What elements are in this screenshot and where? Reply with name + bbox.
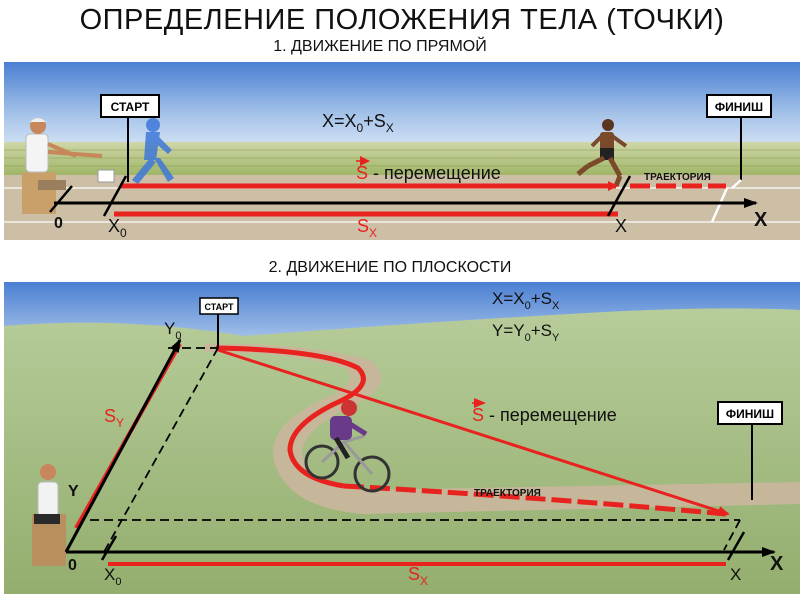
grass-field [4, 308, 800, 594]
panel-plane-motion: ТРАЕКТОРИЯ СТАРТ ФИНИШ X=X0+SX Y=Y0+SY [4, 282, 800, 594]
svg-text:СТАРТ: СТАРТ [111, 100, 150, 114]
trajectory-curve [215, 345, 366, 489]
x-end-tick [726, 531, 746, 561]
finish-sign: ФИНИШ [706, 94, 772, 180]
x0-label: X0 [108, 216, 127, 240]
displacement-label: S - перемещение [356, 163, 501, 183]
x0-label: X0 [104, 565, 121, 588]
start-sign: СТАРТ [199, 297, 239, 348]
stands-stripes [4, 149, 800, 167]
svg-text:СТАРТ: СТАРТ [204, 302, 234, 312]
road [204, 343, 800, 514]
x0-tick [102, 175, 128, 217]
displacement-vector [217, 348, 730, 516]
observer-figure [32, 464, 66, 566]
finish-line-marks [710, 179, 742, 223]
trajectory-label: ТРАЕКТОРИЯ [474, 488, 541, 499]
section1-heading: 1. ДВИЖЕНИЕ ПО ПРЯМОЙ [273, 38, 487, 55]
x-end-label: X [615, 216, 627, 236]
formula-x: X=X0+SX [322, 111, 394, 135]
sy-label: SY [104, 406, 124, 430]
svg-text:ФИНИШ: ФИНИШ [715, 100, 763, 114]
y-axis [64, 338, 182, 553]
section2-heading: 2. ДВИЖЕНИЕ ПО ПЛОСКОСТИ [268, 259, 512, 276]
y-axis-label: Y [68, 483, 79, 500]
timekeeper-figure [22, 118, 115, 214]
svg-text:ФИНИШ: ФИНИШ [726, 407, 774, 421]
origin-label: 0 [68, 557, 77, 574]
formula-x: X=X0+SX [492, 289, 560, 312]
sx-label: SX [408, 564, 428, 588]
displacement-label: S - перемещение [472, 405, 617, 425]
trajectory-label: ТРАЕКТОРИЯ [644, 172, 711, 183]
x-end-label: X [730, 565, 741, 584]
stadium-stands [4, 142, 800, 176]
x-axis-label: X [770, 553, 784, 575]
x0-tick [100, 535, 118, 561]
finish-sign: ФИНИШ [717, 401, 783, 500]
axis-origin-tick [49, 185, 73, 213]
start-sign: СТАРТ [100, 94, 160, 182]
x-axis-label: X [754, 209, 768, 231]
x-end-tick [606, 175, 632, 217]
panel-straight-motion: СТАРТ ФИНИШ X=X0+SX S - перемещение [4, 62, 800, 240]
main-title: ОПРЕДЕЛЕНИЕ ПОЛОЖЕНИЯ ТЕЛА (ТОЧКИ) [79, 4, 725, 36]
cyclist-figure [304, 400, 391, 493]
trajectory-dashes [343, 483, 727, 517]
origin-label: 0 [54, 215, 63, 232]
y0-label: Y0 [164, 319, 181, 342]
sx-label: SX [357, 216, 377, 240]
formula-y: Y=Y0+SY [492, 321, 560, 344]
start-runner-silhouette [132, 118, 174, 184]
